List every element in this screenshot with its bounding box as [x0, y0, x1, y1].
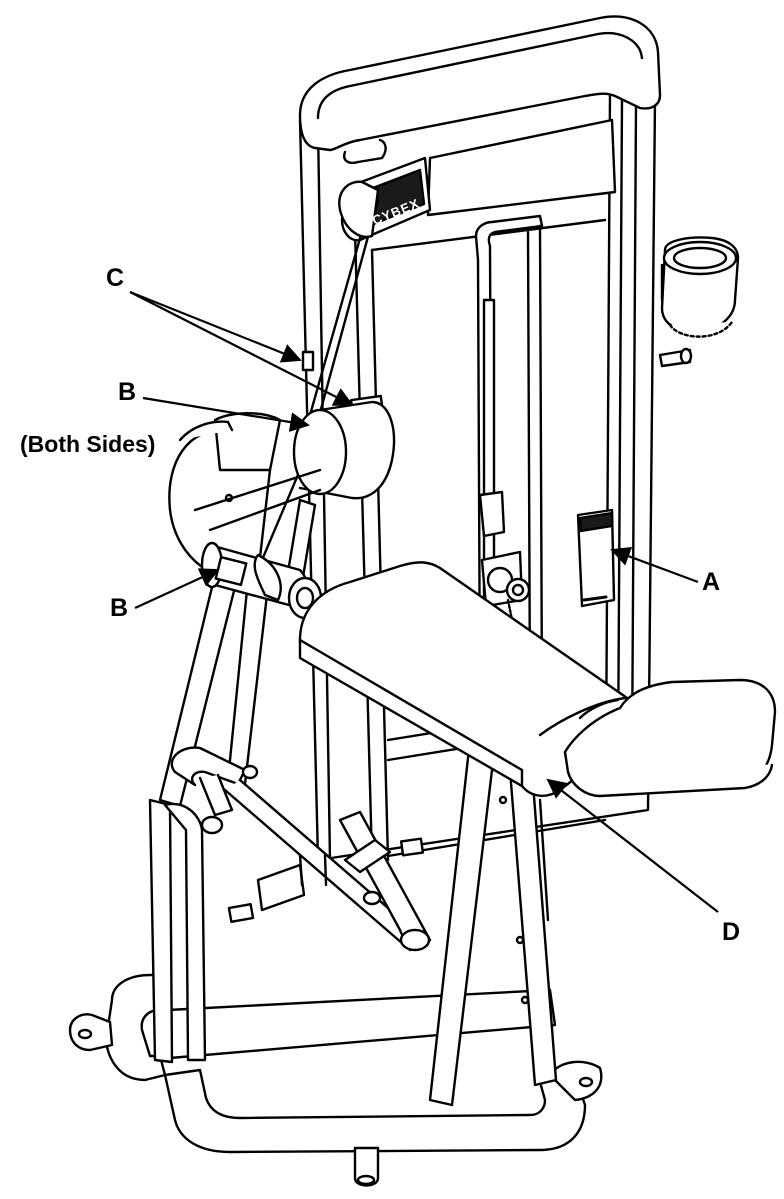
leader-b-upper	[142, 396, 310, 432]
lever-arm	[158, 468, 322, 808]
leader-d	[546, 778, 719, 913]
serial-plate	[227, 902, 255, 924]
leader-b-lower	[134, 568, 220, 610]
callout-b-upper: B	[118, 378, 136, 406]
leader-c-upper	[129, 290, 302, 363]
arm-pad	[298, 561, 639, 797]
pulley-bracket	[338, 180, 380, 239]
pivot-roller	[292, 400, 396, 500]
callout-both-sides: (Both Sides)	[20, 431, 155, 457]
leader-lines	[129, 290, 719, 913]
callout-c: C	[106, 264, 124, 292]
cam-disc	[168, 412, 282, 581]
seat-pad	[563, 678, 777, 798]
callout-d: D	[722, 918, 740, 946]
leader-a	[610, 546, 699, 584]
left-frame	[148, 798, 174, 1064]
base-frame	[68, 973, 603, 1187]
accessory-cup	[658, 236, 740, 368]
warning-label-c-upper	[301, 350, 315, 372]
arm-roller	[200, 541, 323, 620]
leader-c-lower	[129, 291, 354, 406]
top-shroud	[298, 15, 662, 165]
weight-stack	[474, 214, 544, 702]
warning-label-b-lower	[214, 555, 248, 587]
handle-bar	[170, 746, 432, 952]
callout-a: A	[702, 568, 720, 596]
callout-b-lower: B	[110, 594, 128, 622]
placard-a	[576, 508, 616, 608]
